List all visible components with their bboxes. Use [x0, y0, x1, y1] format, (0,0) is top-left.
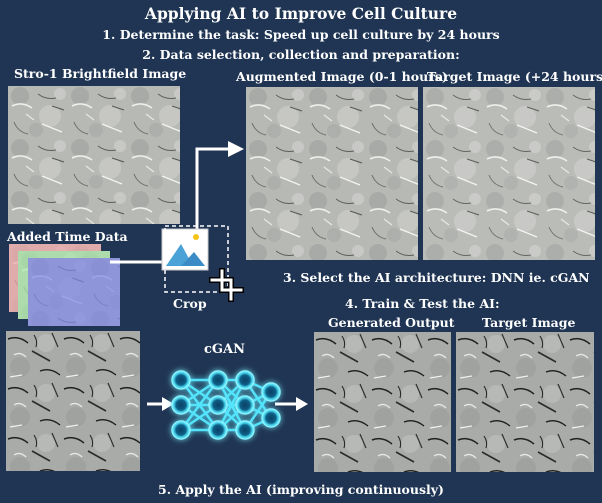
time-layer-blue: [28, 258, 120, 326]
arrow-to-output: [275, 397, 308, 411]
target-image-top: [423, 87, 595, 260]
step-4: 4. Train & Test the AI:: [345, 296, 500, 311]
cgan-label: cGAN: [204, 342, 245, 357]
target-bottom-label: Target Image: [482, 315, 576, 330]
crop-label: Crop: [173, 296, 207, 311]
augmented-image: [246, 87, 418, 260]
added-time-label: Added Time Data: [7, 229, 128, 244]
step-1: 1. Determine the task: Speed up cell cul…: [102, 27, 500, 42]
input-image: [6, 331, 140, 471]
page-title: Applying AI to Improve Cell Culture: [144, 4, 458, 23]
stro1-brightfield-image: [8, 86, 180, 224]
step-3: 3. Select the AI architecture: DNN ie. c…: [283, 270, 590, 285]
crop-box: [164, 225, 229, 293]
target-top-label: Target Image (+24 hours): [427, 69, 602, 84]
stro1-label: Stro-1 Brightfield Image: [14, 66, 187, 81]
generated-output-image: [314, 332, 451, 472]
crop-icon: [209, 268, 244, 302]
step-5: 5. Apply the AI (improving continuously): [158, 482, 444, 497]
target-image-bottom: [456, 332, 594, 472]
step-2: 2. Data selection, collection and prepar…: [142, 47, 460, 62]
arrow-right-icon: [110, 141, 244, 264]
neural-network-icon: [171, 370, 281, 440]
image-icon: [161, 228, 209, 271]
augmented-label: Augmented Image (0-1 hours): [236, 69, 448, 84]
arrow-to-network: [147, 397, 174, 411]
generated-label: Generated Output: [328, 315, 455, 330]
